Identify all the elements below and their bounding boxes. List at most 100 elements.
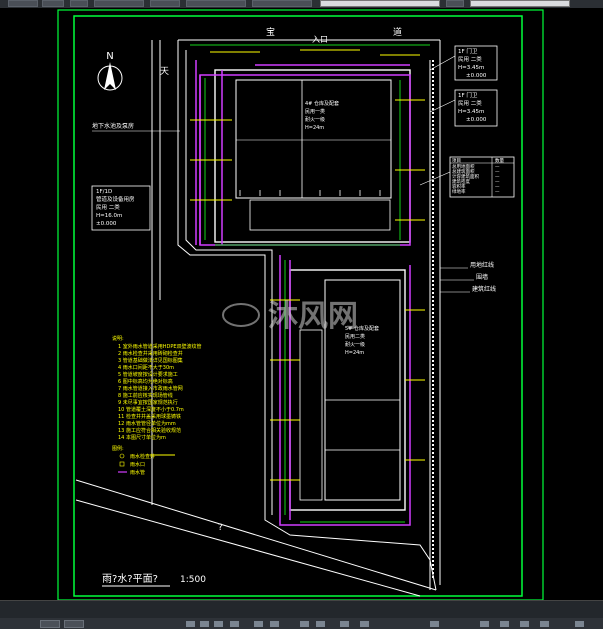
building-2-label-line: 民用二类 <box>345 333 365 340</box>
detail-ticks <box>239 190 381 196</box>
building-1-label-line: 民用一类 <box>305 108 325 115</box>
notes-title: 说明: <box>112 335 124 342</box>
legend-left-item: 雨水口 <box>130 461 145 468</box>
grid-icon[interactable] <box>186 621 195 627</box>
workspace-icon[interactable] <box>430 621 439 627</box>
left-box-line-4: ±0.000 <box>96 221 117 227</box>
right-box2-line-3: ±0.000 <box>466 117 487 123</box>
table-row: 绿地率 — <box>452 188 500 195</box>
transparency-icon[interactable] <box>316 621 325 627</box>
legend-left-item: 雨水管 <box>130 469 145 476</box>
table-cell: — <box>495 190 500 195</box>
notes-line: 13 施工应符合相关验收规范 <box>118 427 181 434</box>
osnap-icon[interactable] <box>254 621 263 627</box>
notes-line: 9 未尽事宜按国家规范执行 <box>118 399 178 406</box>
left-box-line-1: 管道及设备用房 <box>96 195 135 203</box>
toolbar-button-color[interactable] <box>94 0 144 7</box>
building-1-label-line: H=24m <box>305 125 324 131</box>
legend-left-item: 雨水检查井 <box>130 453 155 460</box>
notes-line: 7 雨水管道接入市政雨水管网 <box>118 385 183 392</box>
building-2-label-line: 5# 仓库及配套 <box>345 325 379 332</box>
left-box-line-3: H=16.0m <box>96 213 122 219</box>
table-cell: 总建筑面积 <box>452 168 475 175</box>
polar-icon[interactable] <box>230 621 239 627</box>
selection-icon[interactable] <box>340 621 349 627</box>
lineweight-icon[interactable] <box>300 621 309 627</box>
right-box1-line-3: ±0.000 <box>466 73 487 79</box>
notes-line: 5 管道坡度按设计要求施工 <box>118 371 178 378</box>
toolbar-button-style[interactable] <box>446 0 464 7</box>
yellow-annotations <box>150 49 425 481</box>
snap-icon[interactable] <box>200 621 209 627</box>
model-tab[interactable] <box>40 620 60 628</box>
table-row: 建筑密度 — <box>452 178 500 185</box>
legend-right-1: 围墙 <box>476 273 488 281</box>
legend-right-0: 用地红线 <box>470 261 494 269</box>
table-cell: — <box>495 180 500 185</box>
table-header-0: 项目 <box>452 158 461 164</box>
right-info-box-2: 1F 门卫 民用 二类 H=3.45m ±0.000 <box>454 89 498 127</box>
drawing-canvas[interactable]: N <box>0 8 603 601</box>
building-1 <box>214 69 411 243</box>
notes-line: 11 检查井井盖采用球墨铸铁 <box>118 413 181 420</box>
ortho-icon[interactable] <box>214 621 223 627</box>
road-label-left: 天 <box>160 67 169 77</box>
table-row: 容积率 — <box>452 183 500 190</box>
notes-line: 10 管道覆土深度不小于0.7m <box>118 406 184 413</box>
table-header-1: 数量 <box>495 157 504 164</box>
left-box-line-2: 民用 二类 <box>96 203 120 211</box>
legend-left-title: 图例: <box>112 445 124 452</box>
toolbar-button-properties[interactable] <box>42 0 64 7</box>
toolbar-button-plot[interactable] <box>252 0 312 7</box>
table-row: 总建筑面积 — <box>452 168 500 175</box>
building-1-label-line: 4# 仓库及配套 <box>305 100 339 107</box>
left-box-line-0: 1F/1D <box>96 189 112 195</box>
site-boundary <box>75 39 441 597</box>
right-box2-line-1: 民用 二类 <box>458 99 482 107</box>
clean-screen-icon[interactable] <box>540 621 549 627</box>
legend-right-2: 建筑红线 <box>472 285 496 293</box>
customize-icon[interactable] <box>575 621 584 627</box>
notes-line: 1 室外雨水管道采用HDPE双壁波纹管 <box>118 343 202 350</box>
style-field[interactable] <box>470 0 570 7</box>
table-cell: 绿地率 <box>452 188 466 195</box>
notes-line: 2 雨水检查井采用砖砌检查井 <box>118 350 183 357</box>
toolbar-button-linetype[interactable] <box>150 0 180 7</box>
units-icon[interactable] <box>480 621 489 627</box>
notes-line: 4 雨水口间距不大于30m <box>118 364 174 371</box>
road-label-bottom: ? <box>218 523 223 533</box>
north-label: N <box>106 51 113 62</box>
left-note: 地下水池及泵房 <box>92 122 134 130</box>
right-box2-line-0: 1F 门卫 <box>458 91 478 99</box>
table-cell: — <box>495 170 500 175</box>
notes-line: 8 施工前应核实现场管线 <box>118 392 173 399</box>
command-line[interactable] <box>0 600 603 619</box>
annotation-icon[interactable] <box>360 621 369 627</box>
toolbar-value-field[interactable] <box>320 0 440 7</box>
table-cell: — <box>495 185 500 190</box>
otrack-icon[interactable] <box>270 621 279 627</box>
left-legend: 图例: 雨水检查井 雨水口 雨水管 <box>112 445 155 476</box>
drawing-svg: N <box>57 9 544 601</box>
rain-pipes <box>195 60 411 526</box>
watermark-text: 沐风网 <box>268 299 358 334</box>
drawing-title: 雨?水?平面? <box>102 573 158 585</box>
north-arrow: N <box>97 51 123 91</box>
toolbar-button-match[interactable] <box>70 0 88 7</box>
hardware-icon[interactable] <box>520 621 529 627</box>
table-cell: — <box>495 175 500 180</box>
table-row: 总用地面积 — <box>452 163 500 170</box>
watermark: 沐风网 <box>222 299 358 334</box>
notes-line: 14 本图尺寸单位为m <box>118 434 166 441</box>
right-box1-line-2: H=3.45m <box>458 65 484 71</box>
left-info-box: 1F/1D 管道及设备用房 民用 二类 H=16.0m ±0.000 <box>91 185 151 231</box>
toolbar-button-layers[interactable] <box>8 0 38 7</box>
notes-block: 说明: 1 室外雨水管道采用HDPE双壁波纹管 2 雨水检查井采用砖砌检查井 3… <box>112 335 202 441</box>
entrance-label: 入口 <box>312 35 328 44</box>
table-cell: 容积率 <box>452 183 466 190</box>
layout-tab-1[interactable] <box>64 620 84 628</box>
isolate-icon[interactable] <box>500 621 509 627</box>
building-2-label: 5# 仓库及配套 民用二类 耐火一级 H=24m <box>345 325 379 356</box>
toolbar-button-lineweight[interactable] <box>186 0 246 7</box>
right-box2-line-2: H=3.45m <box>458 109 484 115</box>
